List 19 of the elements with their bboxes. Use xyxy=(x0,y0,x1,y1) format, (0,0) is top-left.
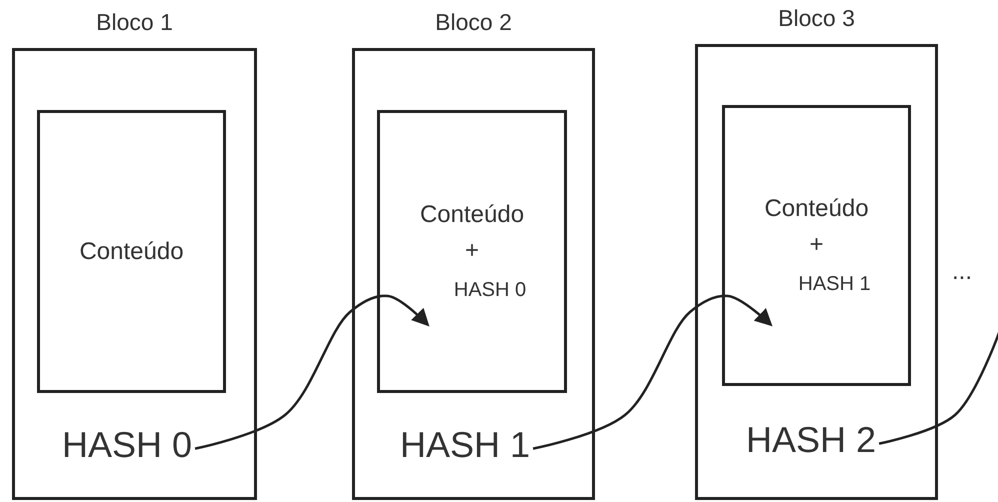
hash-text: HASH 1 xyxy=(400,427,530,463)
arrow xyxy=(194,294,430,450)
hash-text: HASH 0 xyxy=(62,427,192,463)
ellipsis-text: ... xyxy=(952,258,972,286)
block-title: Bloco 1 xyxy=(95,9,174,36)
arrow xyxy=(532,294,773,450)
plus-sign: + xyxy=(464,237,479,265)
content-text: HASH 1 xyxy=(798,273,871,296)
content-text: Conteúdo xyxy=(764,195,869,223)
content-text: Conteúdo xyxy=(79,238,184,266)
plus-sign: + xyxy=(809,231,824,259)
hash-text: HASH 2 xyxy=(746,422,876,458)
content-text: HASH 0 xyxy=(454,279,526,302)
content-box xyxy=(37,110,226,393)
content-text: Conteúdo xyxy=(420,201,524,229)
content-box xyxy=(722,105,911,386)
block-title: Bloco 2 xyxy=(434,9,513,36)
block-title: Bloco 3 xyxy=(777,5,856,32)
content-box xyxy=(377,110,567,393)
